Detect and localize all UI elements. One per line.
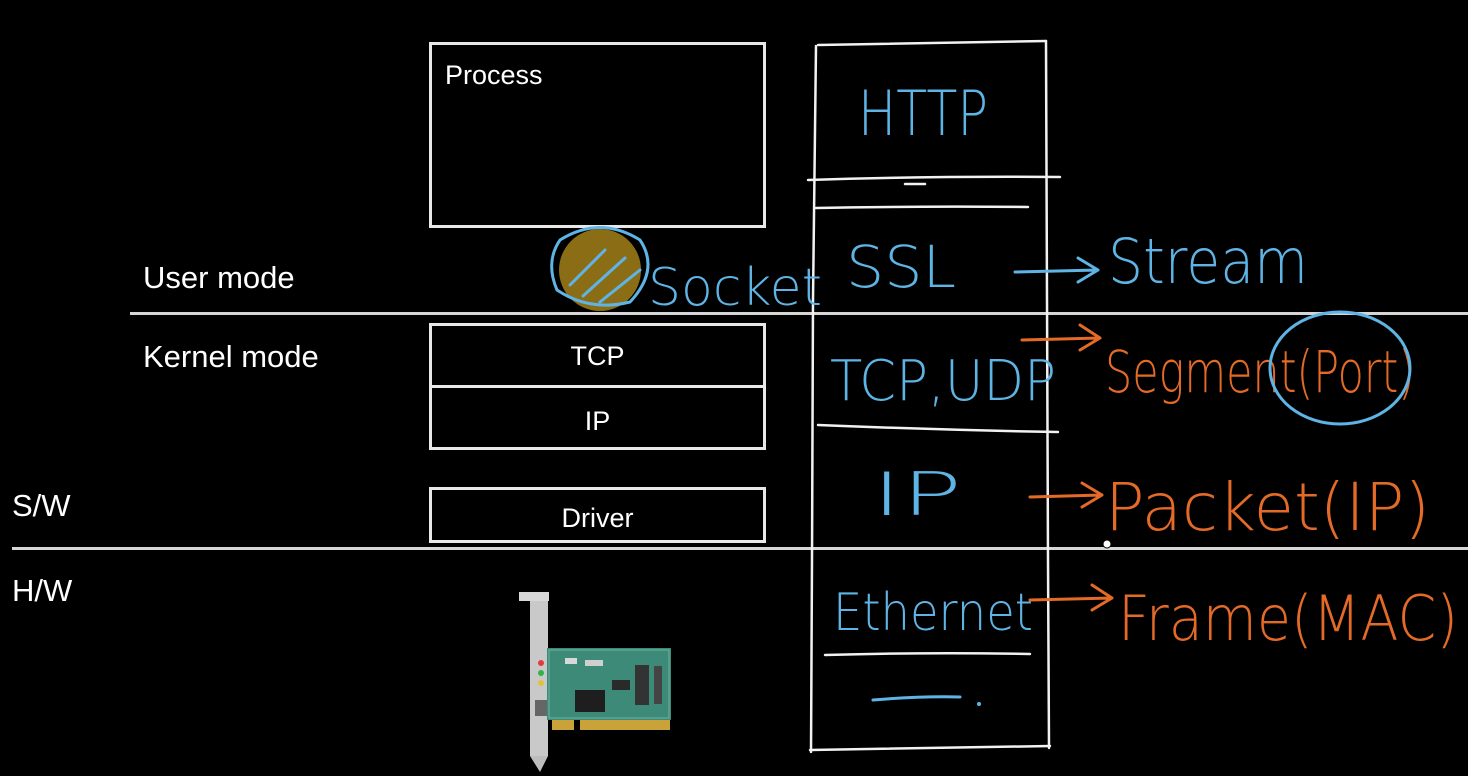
- ethernet-text: Ethernet: [833, 583, 1033, 643]
- ethernet-separator: [823, 651, 1032, 657]
- port-circle: [1268, 310, 1412, 426]
- segment-arrow: [1020, 323, 1102, 352]
- kernel-mode-label: Kernel mode: [143, 339, 319, 374]
- packet-arrow: [1028, 481, 1104, 509]
- bottom-layer-dash: [871, 695, 962, 702]
- http-separator: [806, 175, 1062, 182]
- process-label: Process: [445, 60, 543, 90]
- tcp-separator: [816, 423, 1060, 434]
- segment-text: Segment(Port): [1105, 338, 1415, 406]
- tcp-label: TCP: [570, 341, 625, 371]
- cursor-dot: [1102, 539, 1112, 549]
- user-kernel-divider: [130, 312, 1468, 315]
- stack-column: [806, 39, 1062, 754]
- driver-box: Driver: [429, 487, 766, 543]
- ssl-text: SSL: [846, 233, 956, 301]
- user-mode-label: User mode: [143, 260, 295, 295]
- frame-arrow: [1028, 583, 1114, 612]
- ip-box: IP: [429, 385, 766, 450]
- socket-dot: [559, 229, 641, 311]
- ip-label: IP: [584, 406, 611, 436]
- ip-text: IP: [872, 460, 962, 530]
- socket-text: Socket: [648, 258, 822, 318]
- http-text: HTTP: [858, 77, 988, 150]
- packet-text: Packet(IP): [1105, 469, 1430, 546]
- sw-label: S/W: [12, 488, 71, 523]
- hw-label: H/W: [12, 573, 73, 608]
- frame-text: Frame(MAC): [1118, 582, 1458, 655]
- sw-hw-divider: [12, 547, 1468, 550]
- stream-arrow: [1013, 256, 1100, 284]
- driver-label: Driver: [561, 503, 634, 533]
- stream-text: Stream: [1108, 225, 1308, 298]
- ssl-separator: [814, 205, 1030, 210]
- network-card-icon: [519, 592, 671, 772]
- tcp-udp-text: TCP,UDP: [830, 349, 1056, 414]
